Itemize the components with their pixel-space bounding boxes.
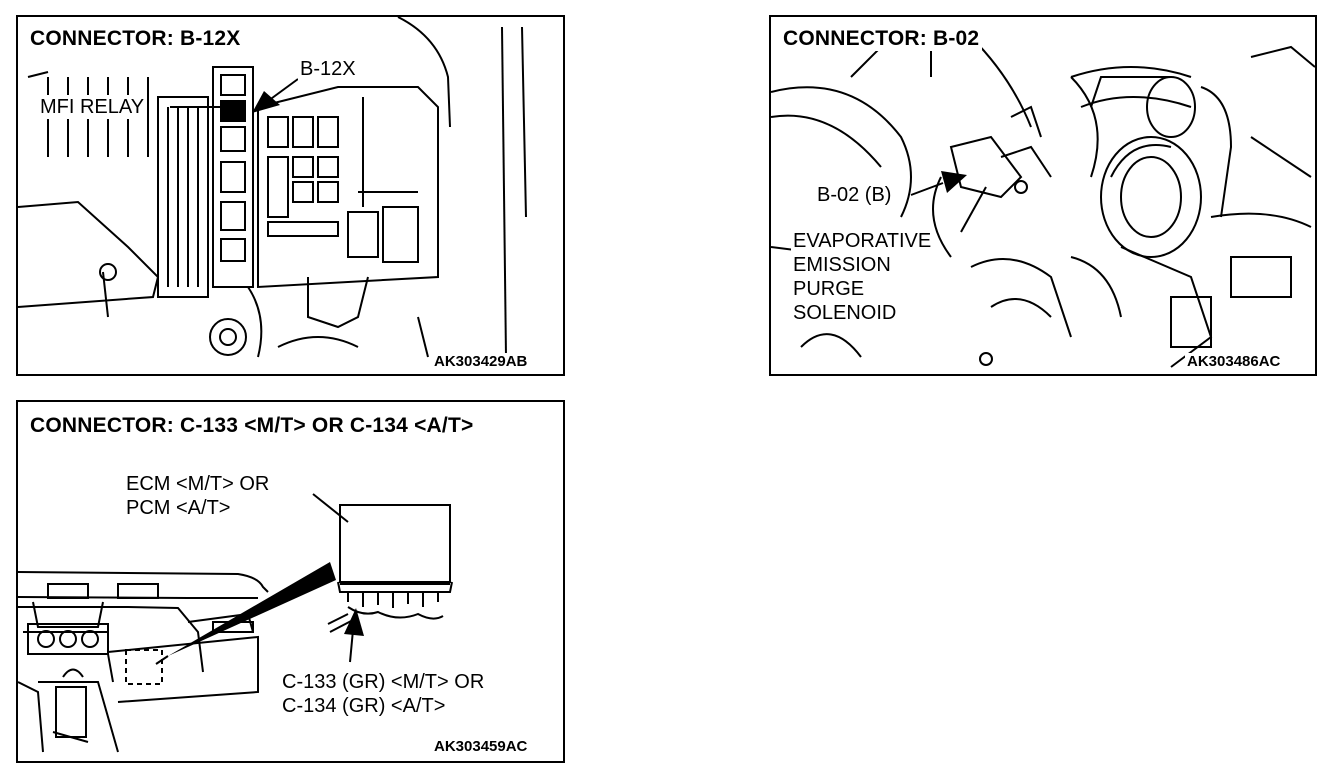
module-label-line: PCM <A/T> xyxy=(124,496,272,520)
panel-title: CONNECTOR: C-133 <M/T> OR C-134 <A/T> xyxy=(30,414,477,438)
panel-b12x: CONNECTOR: B-12X B-12X MFI RELAY AK30342… xyxy=(16,15,565,376)
figure-code: AK303429AB xyxy=(432,353,530,370)
component-label-line: EMISSION xyxy=(791,253,934,277)
purge-solenoid-illustration xyxy=(771,27,1315,368)
panel-c133: CONNECTOR: C-133 <M/T> OR C-134 <A/T> EC… xyxy=(16,400,565,763)
component-label-line: PURGE xyxy=(791,277,934,301)
panel-title: CONNECTOR: B-12X xyxy=(30,27,244,51)
figure-code: AK303486AC xyxy=(1185,353,1283,370)
module-label-line: ECM <M/T> OR xyxy=(124,472,272,496)
ecm-location-illustration xyxy=(18,493,453,753)
connector-label: B-12X xyxy=(298,57,358,81)
panel-title: CONNECTOR: B-02 xyxy=(783,27,983,51)
connector-label: C-133 (GR) <M/T> OR C-134 (GR) <A/T> xyxy=(280,670,487,718)
relay-box-illustration xyxy=(18,17,527,358)
component-label-line: SOLENOID xyxy=(791,301,934,325)
component-label-line: EVAPORATIVE xyxy=(791,229,934,253)
panel-b02: CONNECTOR: B-02 B-02 (B) EVAPORATIVE EMI… xyxy=(769,15,1317,376)
connector-label-line: C-133 (GR) <M/T> OR xyxy=(280,670,487,694)
module-label: ECM <M/T> OR PCM <A/T> xyxy=(124,472,272,520)
figure-code: AK303459AC xyxy=(432,738,530,755)
component-label: EVAPORATIVE EMISSION PURGE SOLENOID xyxy=(791,229,934,325)
connector-label: B-02 (B) xyxy=(815,183,894,207)
relay-label: MFI RELAY xyxy=(38,95,147,119)
connector-label-line: C-134 (GR) <A/T> xyxy=(280,694,487,718)
